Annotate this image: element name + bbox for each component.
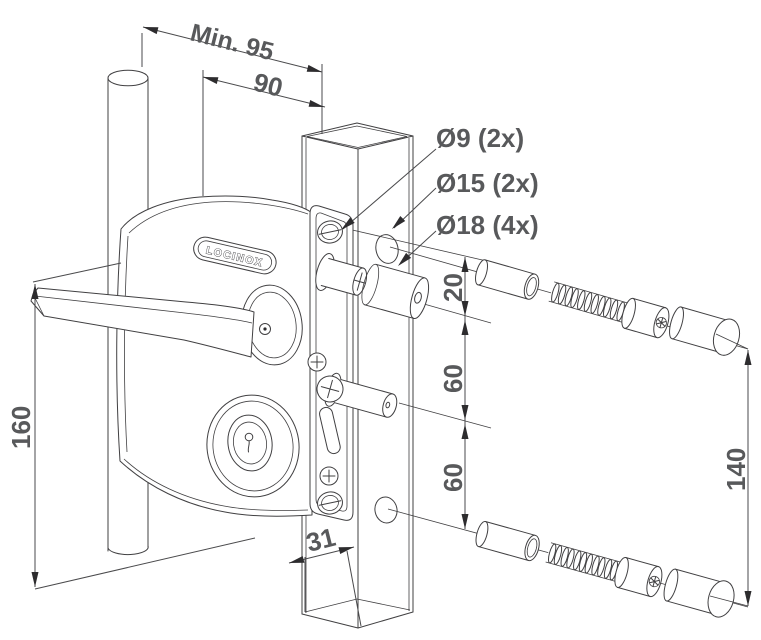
dim-label-90: 90: [251, 67, 286, 103]
plate-screw-top: [317, 220, 343, 244]
handle-hub: [241, 284, 303, 366]
fastener-set-upper: [475, 259, 749, 356]
phillips-icon: [310, 355, 324, 369]
post-hole-lower: [374, 496, 398, 524]
phillips-icon: [320, 379, 340, 399]
plate-screw-bottom: [317, 491, 343, 515]
fastener-set-lower: [475, 520, 749, 618]
dim-label-140: 140: [721, 448, 751, 491]
dim-label-60-upper: 60: [438, 364, 468, 393]
phillips-icon: [353, 272, 366, 291]
post-hole-upper: [375, 234, 399, 264]
dimension-160: 160: [6, 262, 256, 590]
handle-screw: [259, 323, 271, 335]
callout-diameter-9: Ø9 (2x): [341, 123, 524, 230]
dimension-chain-20-60-60: 20 60 60: [438, 257, 469, 529]
fixing-pin-upper: [315, 253, 430, 320]
plate-phillips-upper: [307, 352, 327, 372]
dimension-140: 140: [721, 350, 752, 606]
spacer-sleeve: [475, 520, 540, 562]
key-cylinder: [227, 414, 273, 472]
dim-label-min-95: Min. 95: [188, 19, 277, 67]
spacer-sleeve: [475, 259, 540, 300]
callout-diameter-15: Ø15 (2x): [392, 168, 539, 229]
brand-badge: LOCINOX: [193, 236, 277, 275]
handle-screw-dot: [263, 327, 267, 331]
dim-label-160: 160: [6, 406, 36, 449]
callout-label-d18: Ø18 (4x): [436, 210, 539, 240]
socket-screw: [548, 281, 670, 339]
lock-handle: [30, 287, 255, 358]
dimension-min-95: Min. 95: [141, 19, 323, 73]
fixing-pin-lower: [316, 372, 398, 418]
dimension-31: 31: [288, 522, 362, 627]
dim-label-20: 20: [438, 273, 468, 302]
socket-screw: [545, 542, 663, 598]
callout-label-d15: Ø15 (2x): [436, 168, 539, 198]
phillips-icon: [322, 469, 336, 483]
callout-diameter-18: Ø18 (4x): [398, 210, 539, 266]
cover-cap: [663, 568, 735, 618]
dimension-90: 90: [202, 64, 326, 196]
plate-phillips-lower: [319, 466, 339, 486]
cover-cap: [669, 306, 741, 356]
adjustment-slot: [319, 406, 341, 455]
callout-label-d9: Ø9 (2x): [436, 123, 524, 153]
lock-assembly: LOCINOX: [30, 195, 430, 521]
dim-label-60-lower: 60: [438, 463, 468, 492]
dim-label-31: 31: [303, 522, 338, 558]
